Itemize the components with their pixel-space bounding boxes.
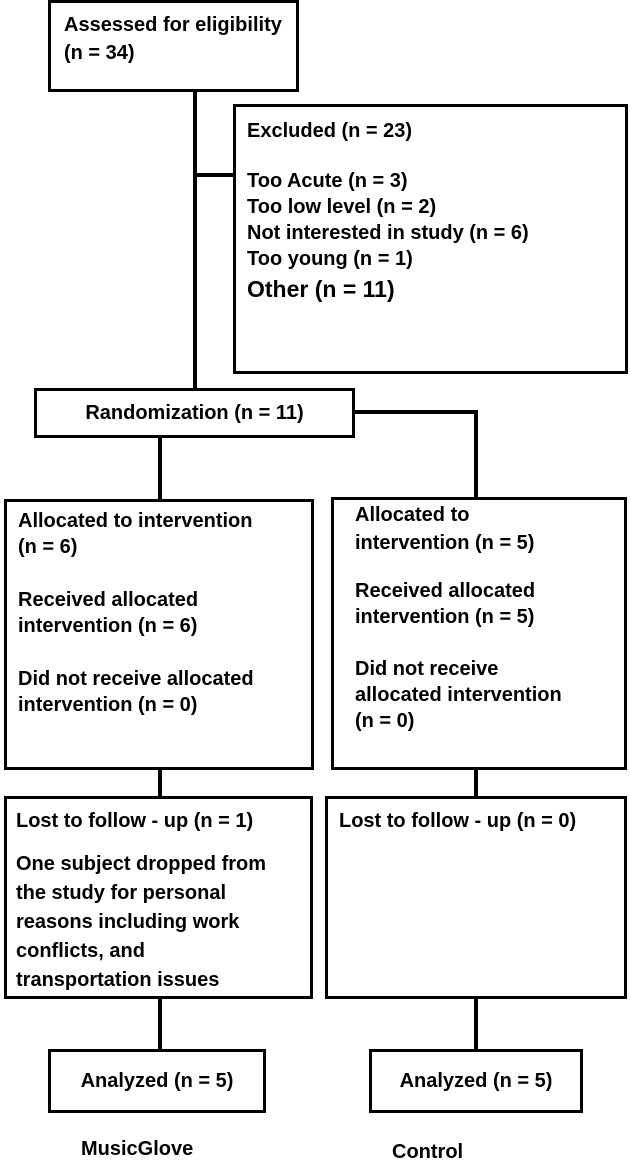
right-allocation-box — [331, 497, 627, 770]
right-analyzed-box — [369, 1049, 583, 1113]
group-label-musicglove: MusicGlove — [81, 1138, 194, 1160]
connector-left-alloc-to-followup — [158, 768, 162, 798]
right-received-line-1: Received allocated — [355, 580, 536, 602]
excluded-item-not-interested: Not interested in study (n = 6) — [247, 222, 529, 244]
right-analyzed-label: Analyzed (n = 5) — [399, 1070, 553, 1092]
left-analyzed-box — [48, 1049, 266, 1113]
left-allocated-line-2: (n = 6) — [18, 536, 78, 558]
left-followup-detail-line-5: transportation issues — [16, 969, 220, 991]
left-followup-detail-line-3: reasons including work — [16, 911, 240, 933]
group-label-control: Control — [392, 1141, 464, 1163]
left-allocation-box — [4, 499, 314, 770]
right-not-received-line-3: (n = 0) — [355, 710, 415, 732]
left-received-line-1: Received allocated — [18, 589, 199, 611]
connector-right-alloc-to-followup — [474, 768, 478, 798]
left-not-received-line-2: intervention (n = 0) — [18, 694, 198, 716]
left-allocated-line-1: Allocated to intervention — [18, 510, 253, 532]
left-followup-detail-line-4: conflicts, and — [16, 940, 145, 962]
right-allocated-line-1: Allocated to — [355, 504, 470, 526]
connector-right-followup-to-analyzed — [474, 997, 478, 1051]
left-received-line-2: intervention (n = 6) — [18, 615, 198, 637]
connector-randomization-right-v — [474, 410, 478, 499]
excluded-item-other: Other (n = 11) — [247, 276, 395, 302]
connector-to-excluded — [193, 173, 235, 177]
left-followup-detail-line-1: One subject dropped from — [16, 853, 267, 875]
excluded-box — [233, 104, 628, 374]
right-followup-title: Lost to follow - up (n = 0) — [339, 810, 577, 832]
excluded-item-too-acute: Too Acute (n = 3) — [247, 170, 408, 192]
assessed-line-1: Assessed for eligibility — [64, 14, 282, 36]
left-followup-detail-line-2: the study for personal — [16, 882, 227, 904]
left-analyzed-label: Analyzed (n = 5) — [80, 1070, 234, 1092]
right-followup-box — [325, 796, 627, 999]
right-received-line-2: intervention (n = 5) — [355, 606, 535, 628]
excluded-item-too-low-level: Too low level (n = 2) — [247, 196, 437, 218]
randomization-label: Randomization (n = 11) — [85, 402, 304, 424]
right-not-received-line-2: allocated intervention — [355, 684, 562, 706]
left-followup-title: Lost to follow - up (n = 1) — [16, 810, 254, 832]
excluded-title: Excluded (n = 23) — [247, 120, 413, 142]
left-not-received-line-1: Did not receive allocated — [18, 668, 254, 690]
connector-randomization-right-h — [353, 410, 478, 414]
connector-assessed-to-randomization — [193, 90, 197, 388]
connector-left-followup-to-analyzed — [158, 997, 162, 1051]
excluded-item-too-young: Too young (n = 1) — [247, 248, 413, 270]
randomization-box — [34, 388, 355, 438]
left-followup-box — [4, 796, 313, 999]
right-not-received-line-1: Did not receive — [355, 658, 499, 680]
connector-randomization-left — [158, 436, 162, 501]
assessed-line-2: (n = 34) — [64, 42, 135, 64]
right-allocated-line-2: intervention (n = 5) — [355, 532, 535, 554]
assessed-box — [48, 0, 299, 92]
